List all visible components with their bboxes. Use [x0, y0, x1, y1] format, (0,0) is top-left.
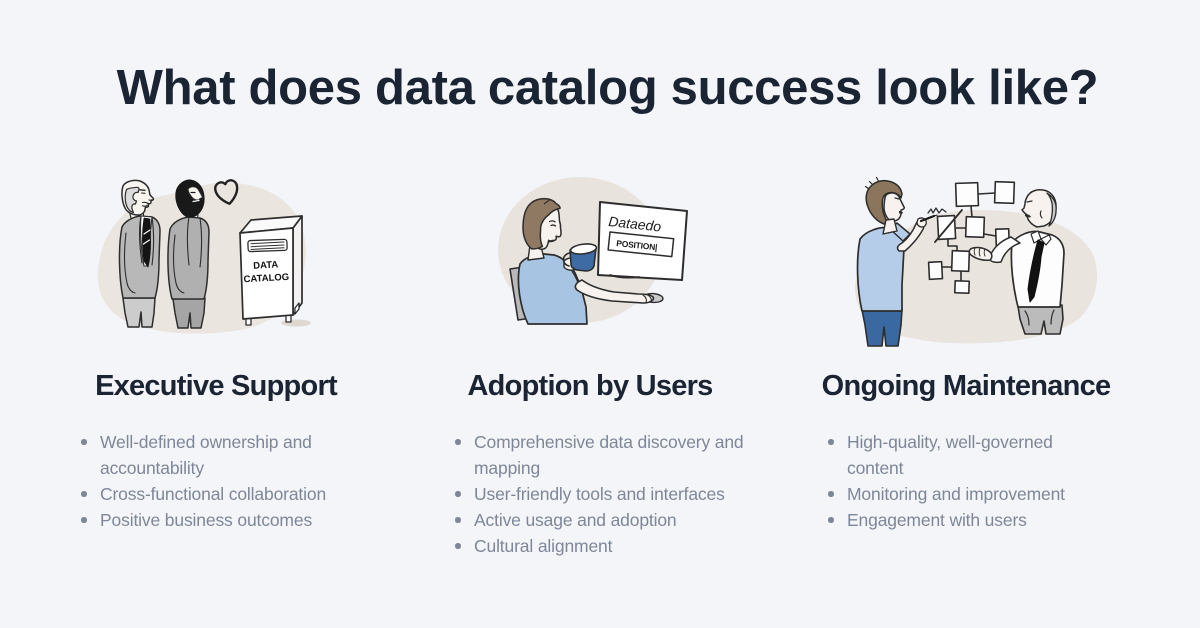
list-item: Monitoring and improvement [827, 481, 1105, 507]
list-item: User-friendly tools and interfaces [454, 481, 726, 507]
illustration-ongoing-maintenance [840, 155, 1110, 350]
screen-title: Dataedo [608, 213, 663, 234]
page-title: What does data catalog success look like… [116, 61, 1099, 115]
pen [919, 214, 936, 223]
bullet-list: High-quality, well-governed content Moni… [827, 429, 1105, 533]
executive-1-hair [124, 186, 140, 214]
coffee-mug [562, 243, 598, 272]
illustration-executive-support: DATA CATALOG [90, 155, 330, 350]
list-item: High-quality, well-governed content [827, 429, 1105, 481]
screen-field: POSITION| [616, 238, 658, 252]
column-heading: Ongoing Maintenance [821, 370, 1111, 402]
data-catalog-cabinet: DATA CATALOG [239, 215, 303, 326]
list-item: Cultural alignment [454, 533, 726, 559]
cabinet-label-line2: CATALOG [243, 272, 289, 285]
cabinet-label-line1: DATA [253, 259, 279, 271]
bullet-list: Comprehensive data discovery and mapping… [454, 429, 744, 559]
person-reviewing [968, 189, 1065, 335]
person-reviewing-tie [1027, 239, 1045, 303]
list-item: Active usage and adoption [454, 507, 726, 533]
list-item: Cross-functional collaboration [80, 481, 352, 507]
person-reviewing-hair [1046, 192, 1057, 227]
list-item: Comprehensive data discovery and mapping [454, 429, 744, 481]
bullet-list: Well-defined ownership and accountabilit… [80, 429, 352, 533]
computer-screen: Dataedo POSITION| [597, 201, 688, 281]
heart-icon [214, 179, 239, 205]
list-item: Well-defined ownership and accountabilit… [80, 429, 352, 481]
column-heading: Adoption by Users [467, 370, 713, 402]
person-writing-shirt [856, 226, 905, 312]
user-hair [522, 197, 561, 250]
column-heading: Executive Support [95, 370, 338, 402]
illustration-adoption-by-users: Dataedo POSITION| [490, 167, 705, 329]
list-item: Positive business outcomes [80, 507, 352, 533]
person-writing [856, 176, 938, 347]
list-item: Engagement with users [827, 507, 1105, 533]
